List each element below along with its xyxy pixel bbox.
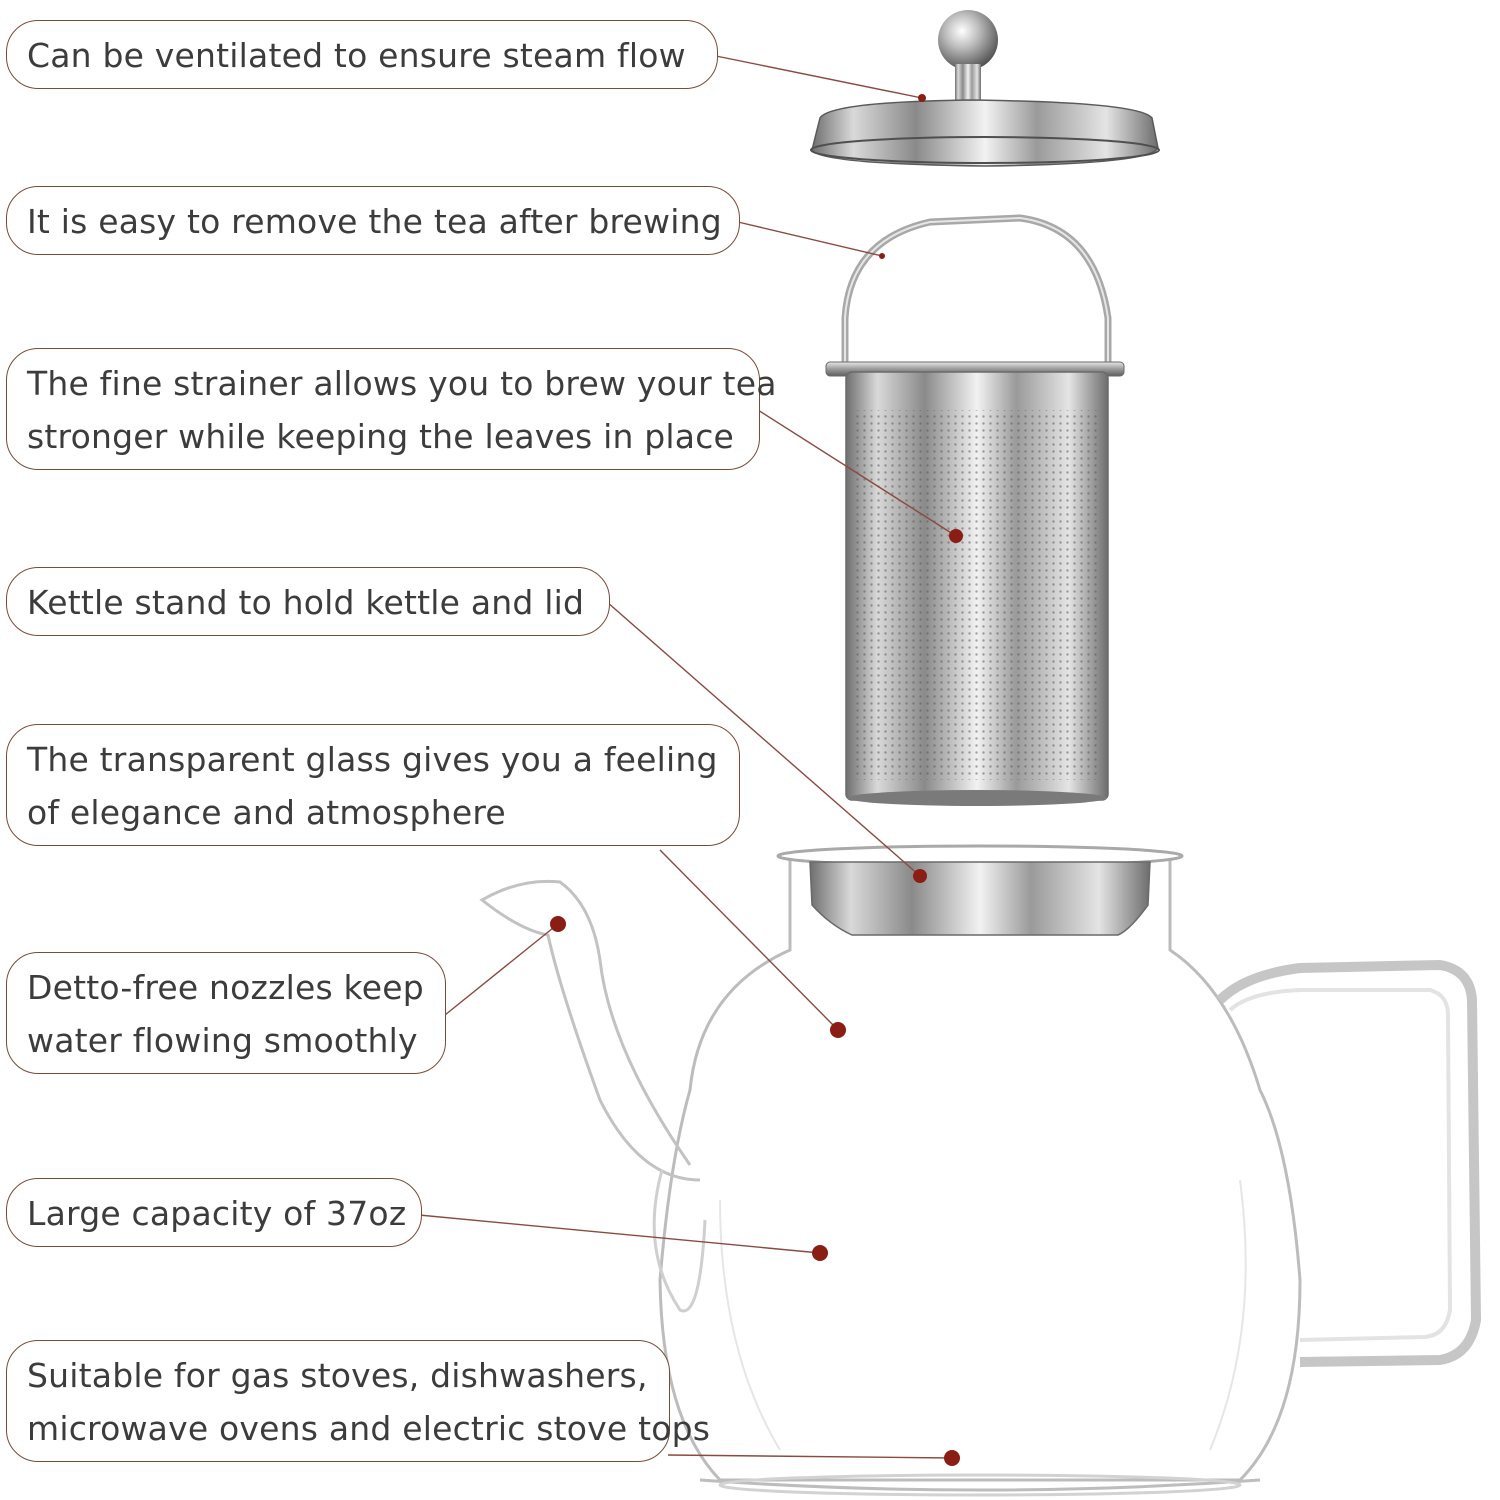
marker-dot-strainer xyxy=(949,529,963,543)
callout-text: It is easy to remove the tea after brewi… xyxy=(27,202,722,241)
marker-dot-glass xyxy=(830,1022,846,1038)
infuser-basket xyxy=(825,214,1125,806)
callout-text: The transparent glass gives you a feelin… xyxy=(27,740,718,779)
leader-remove xyxy=(737,221,883,257)
callout-text: Detto-free nozzles keep xyxy=(27,968,424,1007)
callout-vent: Can be ventilated to ensure steam flow xyxy=(6,20,718,89)
infuser-mesh xyxy=(856,410,1098,780)
callout-text: water flowing smoothly xyxy=(27,1021,418,1060)
callout-text: Suitable for gas stoves, dishwashers, xyxy=(27,1356,648,1395)
marker-dot-vent xyxy=(918,94,926,102)
teapot-handle xyxy=(1216,959,1482,1367)
marker-dot-capacity xyxy=(812,1245,828,1261)
callout-text: Kettle stand to hold kettle and lid xyxy=(27,583,585,622)
teapot-body xyxy=(658,860,1302,1482)
callout-remove: It is easy to remove the tea after brewi… xyxy=(6,186,740,255)
marker-dot-suitable xyxy=(944,1450,960,1466)
marker-dot-remove xyxy=(879,253,885,259)
leader-nozzle xyxy=(444,923,559,1016)
callout-suitable: Suitable for gas stoves, dishwashers, mi… xyxy=(6,1340,711,1462)
marker-dot-nozzle xyxy=(550,916,566,932)
leader-suitable xyxy=(667,1454,953,1459)
leader-capacity xyxy=(418,1214,821,1254)
callout-text: of elegance and atmosphere xyxy=(27,793,506,832)
teapot-spout xyxy=(479,879,701,1182)
callout-text: Can be ventilated to ensure steam flow xyxy=(27,36,686,75)
callout-text: Large capacity of 37oz xyxy=(27,1194,407,1233)
callout-strainer: The fine strainer allows you to brew you… xyxy=(6,348,777,470)
callout-glass: The transparent glass gives you a feelin… xyxy=(6,724,740,846)
leader-lines xyxy=(418,55,963,1466)
lid xyxy=(810,10,1160,167)
leader-strainer xyxy=(757,409,957,537)
lid-knob xyxy=(938,10,998,70)
leader-stand xyxy=(606,601,921,877)
callout-text: stronger while keeping the leaves in pla… xyxy=(27,417,735,456)
infuser-handle xyxy=(841,214,1112,362)
callout-capacity: Large capacity of 37oz xyxy=(6,1178,422,1247)
lid-dome xyxy=(811,99,1159,167)
callout-stand: Kettle stand to hold kettle and lid xyxy=(6,567,610,636)
glass-teapot xyxy=(479,844,1482,1497)
callout-text: microwave ovens and electric stove tops xyxy=(27,1409,711,1448)
callout-text: The fine strainer allows you to brew you… xyxy=(27,364,777,403)
lid-rim xyxy=(810,136,1160,164)
leader-glass xyxy=(659,849,839,1031)
callout-nozzle: Detto-free nozzles keep water flowing sm… xyxy=(6,952,446,1074)
leader-vent xyxy=(715,55,923,99)
marker-dot-stand xyxy=(913,869,927,883)
teapot-collar xyxy=(809,861,1151,936)
